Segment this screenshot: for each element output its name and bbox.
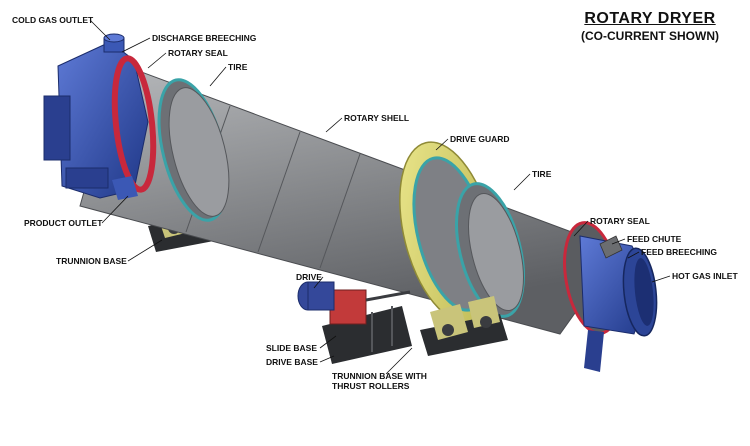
label-feed-chute: FEED CHUTE xyxy=(627,234,682,244)
label-cold-gas-outlet: COLD GAS OUTLET xyxy=(12,15,94,25)
label-slide-base: SLIDE BASE xyxy=(266,343,318,353)
label-tire-left: TIRE xyxy=(228,62,248,72)
trunnion-base-right xyxy=(420,296,508,356)
label-trunnion-base: TRUNNION BASE xyxy=(56,256,127,266)
tire-left xyxy=(157,78,230,222)
label-tire-right: TIRE xyxy=(532,169,552,179)
label-drive-base: DRIVE BASE xyxy=(266,357,318,367)
label-feed-breeching: FEED BREECHING xyxy=(641,247,718,257)
discharge-breeching xyxy=(43,33,157,200)
label-trunnion-base-thrust-2: THRUST ROLLERS xyxy=(332,381,410,391)
label-product-outlet: PRODUCT OUTLET xyxy=(24,218,103,228)
label-rotary-seal-left: ROTARY SEAL xyxy=(168,48,228,58)
label-rotary-seal-right: ROTARY SEAL xyxy=(590,216,650,226)
label-rotary-shell: ROTARY SHELL xyxy=(344,113,410,123)
label-discharge-breeching: DISCHARGE BREECHING xyxy=(152,33,257,43)
diagram-title: ROTARY DRYER xyxy=(584,10,716,27)
label-hot-gas-inlet: HOT GAS INLET xyxy=(672,271,738,281)
leader-lines xyxy=(89,19,671,375)
label-drive-guard: DRIVE GUARD xyxy=(450,134,510,144)
title-block: ROTARY DRYER (CO-CURRENT SHOWN) xyxy=(560,10,740,43)
drive-assembly xyxy=(297,281,412,364)
diagram-subtitle: (CO-CURRENT SHOWN) xyxy=(581,29,719,43)
label-trunnion-base-thrust-1: TRUNNION BASE WITH xyxy=(332,371,427,381)
feed-breeching xyxy=(563,221,658,372)
tire-right xyxy=(455,182,525,318)
label-drive: DRIVE xyxy=(296,272,322,282)
